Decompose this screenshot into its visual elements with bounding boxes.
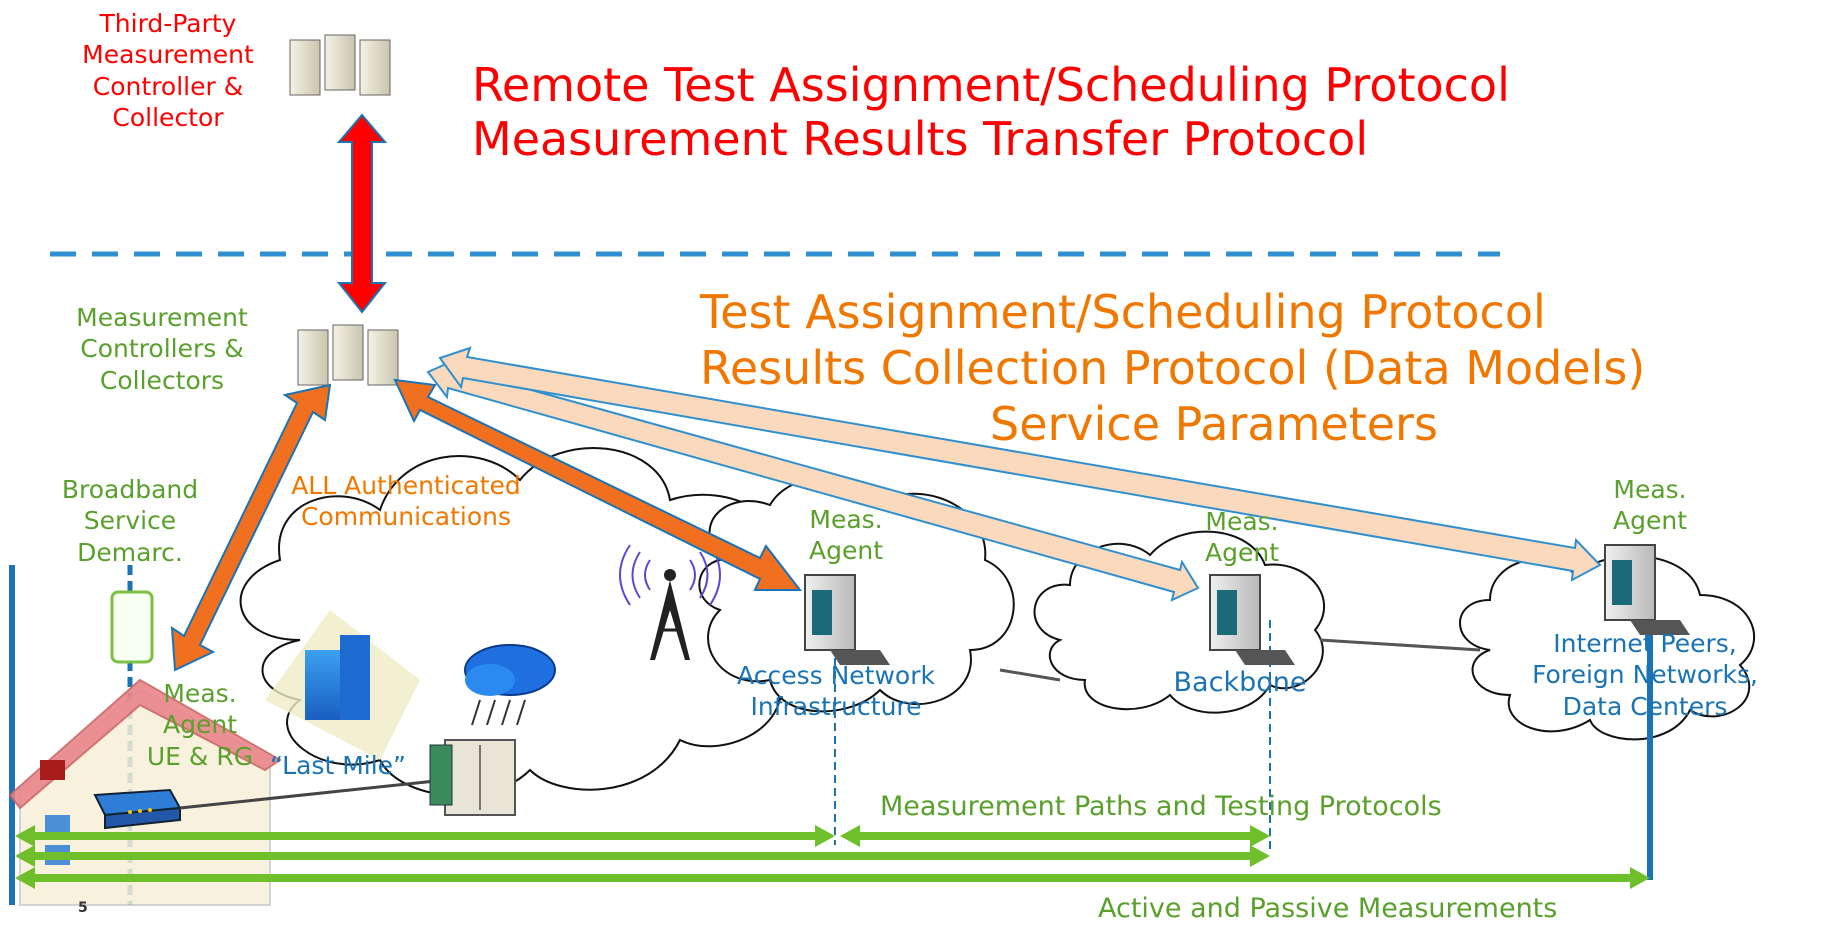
measurement-paths-label: Measurement Paths and Testing Protocols <box>880 791 1442 822</box>
internet-cloud <box>1459 555 1756 741</box>
path-arrow-access-backbone <box>840 825 1270 847</box>
remote-protocol-arrow <box>336 113 388 314</box>
last-mile-line <box>179 778 446 810</box>
active-passive-label: Active and Passive Measurements <box>1098 893 1558 924</box>
local-protocols-line3: Service Parameters <box>990 397 1438 451</box>
office-building-icon <box>265 610 420 760</box>
backbone-agent-label: Meas. Agent <box>1205 507 1279 568</box>
path-arrow-home-internet <box>15 867 1650 889</box>
access-agent-desktop-icon <box>804 574 890 665</box>
street-cabinet-icon <box>429 739 516 816</box>
internet-protocol-arrow <box>438 346 1602 582</box>
third-party-server-icon <box>289 34 391 96</box>
path-arrow-home-backbone <box>15 845 1270 867</box>
internet-label: Internet Peers, Foreign Networks, Data C… <box>1532 629 1758 721</box>
backbone-link <box>999 668 1061 682</box>
internet-agent-label: Meas. Agent <box>1613 475 1687 536</box>
access-network-label: Access Network Infrastructure <box>737 661 935 722</box>
home-agent-arrow <box>170 383 332 672</box>
auth-comms-label: ALL Authenticated Communications <box>291 471 521 532</box>
peering-link <box>1319 638 1481 652</box>
measurement-path-arrows <box>15 825 1650 889</box>
access-agent-label: Meas. Agent <box>809 505 883 566</box>
controllers-label: Measurement Controllers & Collectors <box>76 303 248 395</box>
last-mile-label: “Last Mile” <box>270 751 406 780</box>
access-agent-arrow <box>393 378 803 591</box>
storm-cloud-icon <box>464 644 556 726</box>
demarc-label: Broadband Service Demarc. <box>61 475 199 567</box>
telephone-icon <box>40 760 65 780</box>
remote-protocols-label: Remote Test Assignment/Scheduling Protoc… <box>472 58 1510 167</box>
home-agent-label: Meas. Agent UE & RG <box>146 679 254 771</box>
backbone-label: Backbone <box>1173 667 1307 698</box>
third-party-controller-label: Third-Party Measurement Controller & Col… <box>82 9 254 132</box>
backbone-agent-desktop-icon <box>1209 574 1295 665</box>
page-number: 5 <box>78 900 88 916</box>
controller-server-icon <box>297 324 399 386</box>
path-arrow-home-access <box>15 825 835 847</box>
local-protocols-line1: Test Assignment/Scheduling Protocol <box>700 285 1546 339</box>
internet-agent-desktop-icon <box>1604 544 1690 635</box>
demarc-device-icon <box>110 590 154 664</box>
residential-gateway-icon <box>93 788 182 830</box>
local-protocols-line2: Results Collection Protocol (Data Models… <box>700 341 1646 395</box>
